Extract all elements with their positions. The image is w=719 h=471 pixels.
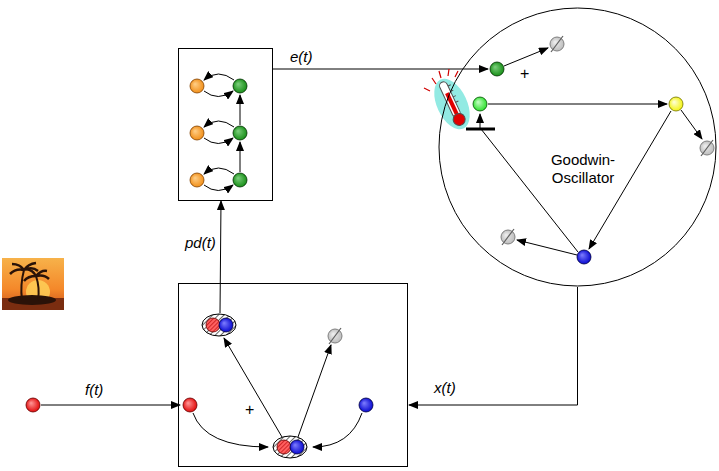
island-picture-part — [24, 269, 49, 281]
input-signal — [26, 398, 180, 412]
oscillator-network-part — [488, 104, 667, 105]
island-picture-part — [36, 276, 39, 300]
circle-outline — [438, 7, 717, 287]
cascade-pair — [190, 168, 247, 191]
cascade-pair — [190, 121, 247, 144]
e-line — [272, 69, 488, 70]
binding-network — [183, 314, 373, 458]
circle-outline — [439, 8, 716, 286]
binding-network-part — [313, 413, 362, 447]
binding-network-part — [193, 413, 268, 447]
cascade-pair-part — [233, 126, 247, 140]
thermometer-icon — [424, 69, 477, 135]
cascade-box-part — [240, 95, 241, 125]
thermometer-icon-part-part — [438, 81, 461, 119]
island-picture — [2, 258, 64, 310]
thermometer-icon-part-part — [453, 96, 456, 97]
oscillator-network-part — [501, 229, 515, 245]
cascade-pair — [190, 74, 247, 97]
cascade-pair-part — [204, 74, 234, 80]
cascade-pair-part — [190, 173, 204, 187]
cascade-pair-part — [204, 138, 233, 144]
signal-label: pd(t) — [183, 234, 218, 252]
island-picture-part — [8, 295, 56, 305]
oscillator-network-part — [577, 250, 591, 264]
island-picture-part — [21, 270, 24, 300]
oscillator-network-part — [669, 97, 683, 111]
thermometer-icon-part — [424, 69, 458, 91]
cascade-pair-part — [190, 79, 204, 93]
binding-network-part — [224, 338, 282, 437]
signal-label: e(t) — [288, 48, 315, 66]
pd-line — [220, 201, 221, 313]
signal-label: f(t) — [83, 381, 105, 399]
binding-network-part — [298, 345, 331, 437]
binding-network-part — [359, 398, 373, 412]
binding-network-part — [202, 314, 236, 336]
oscillator-network — [466, 36, 714, 264]
thermometer-icon-part-part — [451, 111, 467, 127]
oscillator-circle: + Goodwin-Oscillator — [438, 7, 717, 287]
oscillator-network-part — [681, 110, 702, 139]
thermometer-icon-part-part — [448, 85, 451, 86]
cascade-pair-part — [204, 185, 233, 191]
cascade-pair-part — [190, 126, 204, 140]
signal-label: x(t) — [432, 379, 458, 397]
binding-network-part — [328, 328, 342, 344]
binding-network-part — [273, 436, 307, 458]
input-signal-part — [26, 398, 40, 412]
cascade-pair-part — [233, 173, 247, 187]
thermometer-icon-part-part — [456, 101, 459, 102]
island-picture-part — [2, 258, 64, 310]
signal-connector — [409, 287, 578, 405]
cascade-pair-part — [204, 121, 234, 127]
oscillator-network-part — [490, 62, 504, 76]
oscillator-network-part — [481, 129, 578, 252]
binding-box: + — [178, 283, 408, 467]
oscillator-network-part — [700, 140, 714, 156]
oscillator-network-part — [504, 48, 548, 66]
cascade-pair-part — [204, 91, 233, 97]
oscillator-network-part — [550, 36, 564, 52]
oscillator-network-part — [480, 114, 481, 128]
module-title: Goodwin-Oscillator — [543, 151, 623, 187]
binding-network-part — [183, 398, 197, 412]
oscillator-network-part — [517, 240, 577, 255]
sign-label: + — [520, 65, 529, 83]
cascade-pair-part — [204, 168, 234, 174]
cascade-box-part — [179, 49, 273, 201]
input-signal-part — [41, 405, 180, 406]
cascade-pair-part — [233, 79, 247, 93]
sign-label: + — [245, 401, 254, 419]
oscillator-network-part — [473, 97, 487, 111]
cascade-box-part — [240, 142, 241, 172]
cascade-box — [179, 49, 273, 201]
